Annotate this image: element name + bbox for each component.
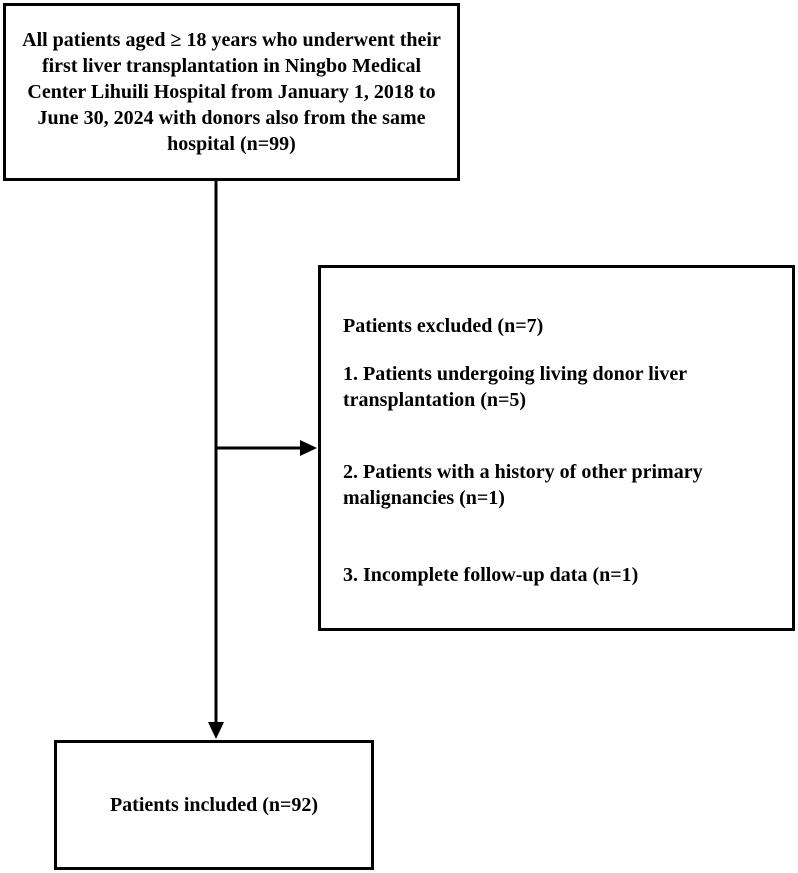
exclusion-reason-item: 3. Incomplete follow-up data (n=1) <box>343 564 639 586</box>
exclusion-reason-item: 1. Patients undergoing living donor live… <box>343 363 687 411</box>
main-vertical-arrowhead <box>208 722 224 739</box>
excluded-patients-title: Patients excluded (n=7) <box>343 315 544 337</box>
excluded-patients-box: Patients excluded (n=7) 1. Patients unde… <box>318 265 795 631</box>
eligible-patients-box: All patients aged ≥ 18 years who underwe… <box>3 3 460 181</box>
eligible-patients-text: All patients aged ≥ 18 years who underwe… <box>22 29 441 155</box>
exclusion-reason-item: 2. Patients with a history of other prim… <box>343 461 703 509</box>
included-patients-box: Patients included (n=92) <box>54 740 374 870</box>
exclusion-branch-arrowhead <box>300 440 317 456</box>
included-patients-text: Patients included (n=92) <box>109 794 319 816</box>
